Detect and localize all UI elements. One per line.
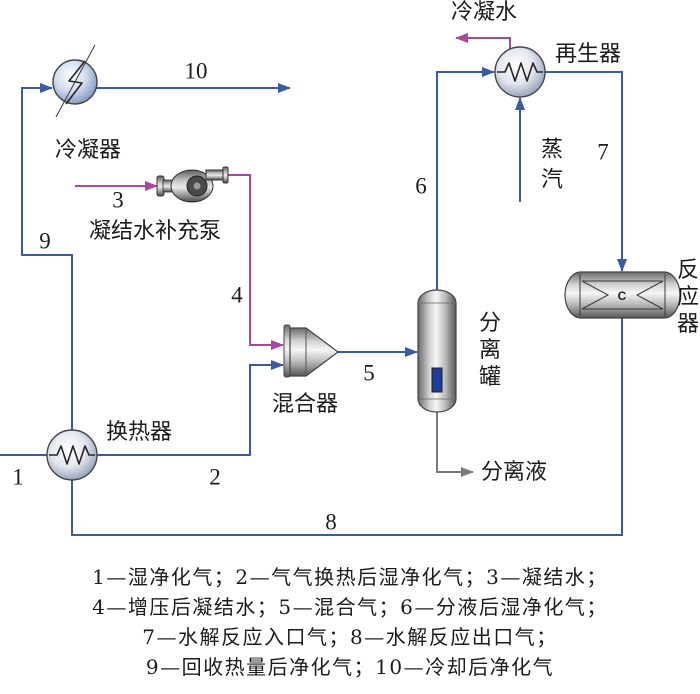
stream-label-3: 3 bbox=[112, 187, 124, 213]
regenerator-shell bbox=[494, 46, 546, 98]
makeup-pump-label: 凝结水补充泵 bbox=[88, 219, 222, 244]
condenser-crossline bbox=[55, 44, 96, 118]
stream-9-line bbox=[21, 83, 73, 430]
reactor-shell bbox=[564, 271, 681, 319]
stream-label-1: 1 bbox=[12, 464, 24, 490]
makeup-pump-symbol bbox=[156, 166, 229, 203]
separated-liquid-label: 分离液 bbox=[480, 460, 548, 485]
stream-label-4: 4 bbox=[231, 282, 243, 308]
stream-8-line bbox=[71, 318, 623, 536]
heat-exchanger-coil bbox=[49, 445, 95, 465]
reactor-right-packing bbox=[635, 280, 664, 310]
separator-shell bbox=[417, 289, 457, 413]
condenser-symbol bbox=[52, 44, 98, 118]
stream-7-line bbox=[545, 71, 627, 272]
stream-label-9: 9 bbox=[39, 228, 51, 254]
stream-6-line bbox=[436, 67, 495, 290]
heat-exchanger-symbol bbox=[46, 429, 98, 481]
stream-label-8: 8 bbox=[325, 509, 337, 535]
separator-vessel bbox=[417, 289, 457, 413]
regenerator-label: 再生器 bbox=[554, 42, 622, 67]
condensate-out-label: 冷凝水 bbox=[450, 0, 518, 25]
stream-label-7: 7 bbox=[597, 139, 609, 165]
stream-4-line bbox=[228, 174, 284, 350]
heat-exchanger-shell bbox=[46, 429, 98, 481]
stream-label-6: 6 bbox=[415, 173, 427, 199]
stream-2-line bbox=[97, 360, 284, 456]
pump-shaft bbox=[193, 182, 201, 190]
pump-outlet-nozzle bbox=[205, 169, 225, 181]
legend-line: 9—回收热量后净化气；10—冷却后净化气 bbox=[145, 655, 555, 679]
condensate-out-line bbox=[455, 33, 511, 49]
legend-line: 4—增压后凝结水；5—混合气；6—分液后湿净化气； bbox=[92, 595, 608, 619]
reactor-label: 反应器 bbox=[673, 257, 698, 339]
heat-exchanger-label: 换热器 bbox=[105, 420, 173, 445]
mixer-body bbox=[289, 327, 339, 377]
mixer-inlet-flange bbox=[283, 324, 291, 378]
regenerator-coil bbox=[497, 62, 543, 82]
mixer-label: 混合器 bbox=[271, 392, 339, 417]
condenser-label: 冷凝器 bbox=[54, 138, 122, 163]
reactor-catalyst-mark: C bbox=[617, 289, 627, 303]
steam-in-label: 蒸汽 bbox=[537, 137, 562, 197]
legend-line: 1—湿净化气；2—气气换热后湿净化气；3—凝结水； bbox=[92, 565, 608, 589]
separator-label: 分离罐 bbox=[475, 310, 500, 392]
stream-label-10: 10 bbox=[184, 58, 208, 84]
stream-label-5: 5 bbox=[363, 360, 375, 386]
reactor-vessel bbox=[564, 271, 681, 319]
stream-label-2: 2 bbox=[209, 464, 221, 490]
separator-sight-glass bbox=[431, 367, 443, 393]
reactor-left-packing bbox=[581, 280, 610, 310]
mixer-symbol bbox=[283, 324, 339, 378]
legend-line: 7—水解反应入口气；8—水解反应出口气； bbox=[142, 625, 558, 649]
pump-outlet-flange bbox=[222, 166, 229, 184]
separated-liquid-line bbox=[436, 412, 474, 477]
regenerator-symbol bbox=[494, 46, 546, 98]
